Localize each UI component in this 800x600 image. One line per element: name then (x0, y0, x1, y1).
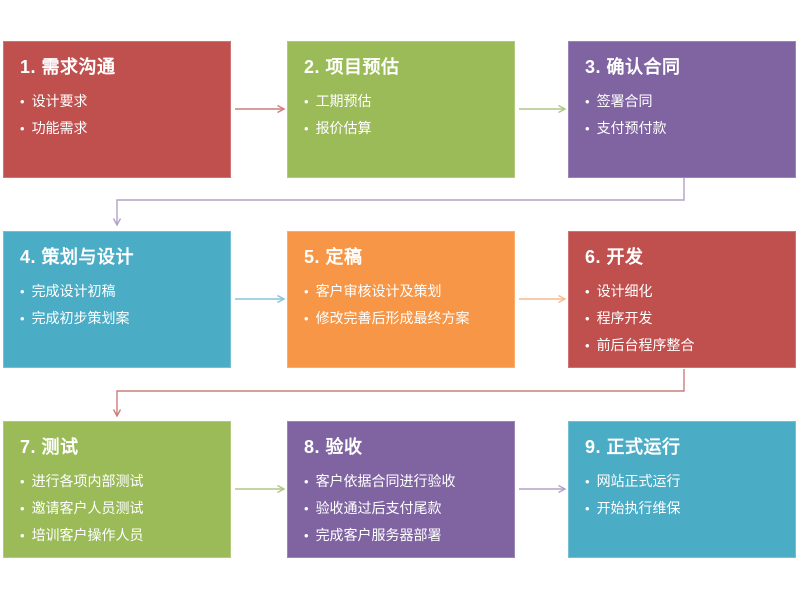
connector-step3-step4 (112, 178, 685, 227)
step-box-9-launch: 9. 正式运行 网站正式运行 开始执行维保 (568, 421, 796, 558)
step-bullet-list: 签署合同 支付预付款 (585, 88, 779, 142)
step-box-8-acceptance: 8. 验收 客户依据合同进行验收 验收通过后支付尾款 完成客户服务器部署 (287, 421, 515, 558)
connector-step6-step7 (112, 369, 685, 418)
step-title: 9. 正式运行 (585, 437, 681, 457)
step-bullet-list: 设计细化 程序开发 前后台程序整合 (585, 278, 779, 359)
step-bullet: 培训客户操作人员 (20, 522, 214, 549)
step-bullet: 进行各项内部测试 (20, 468, 214, 495)
step-bullet: 验收通过后支付尾款 (304, 495, 498, 522)
step-bullet-list: 设计要求 功能需求 (20, 88, 214, 142)
step-bullet: 签署合同 (585, 88, 779, 115)
step-bullet: 前后台程序整合 (585, 332, 779, 359)
step-bullet: 客户审核设计及策划 (304, 278, 498, 305)
step-bullet-list: 进行各项内部测试 邀请客户人员测试 培训客户操作人员 (20, 468, 214, 549)
step-bullet: 设计要求 (20, 88, 214, 115)
step-title: 1. 需求沟通 (20, 57, 116, 77)
step-bullet: 开始执行维保 (585, 495, 779, 522)
step-bullet-list: 工期预估 报价估算 (304, 88, 498, 142)
step-bullet: 设计细化 (585, 278, 779, 305)
step-bullet-list: 客户审核设计及策划 修改完善后形成最终方案 (304, 278, 498, 332)
step-title: 6. 开发 (585, 247, 644, 267)
step-title: 7. 测试 (20, 437, 79, 457)
step-title: 8. 验收 (304, 437, 363, 457)
step-box-4-planning-design: 4. 策划与设计 完成设计初稿 完成初步策划案 (3, 231, 231, 368)
step-bullet: 报价估算 (304, 115, 498, 142)
step-bullet: 邀请客户人员测试 (20, 495, 214, 522)
step-bullet: 网站正式运行 (585, 468, 779, 495)
step-title: 3. 确认合同 (585, 57, 681, 77)
step-box-6-development: 6. 开发 设计细化 程序开发 前后台程序整合 (568, 231, 796, 368)
step-bullet: 完成初步策划案 (20, 305, 214, 332)
step-box-5-finalize: 5. 定稿 客户审核设计及策划 修改完善后形成最终方案 (287, 231, 515, 368)
step-title: 4. 策划与设计 (20, 247, 135, 267)
step-bullet: 工期预估 (304, 88, 498, 115)
step-bullet: 客户依据合同进行验收 (304, 468, 498, 495)
step-bullet: 程序开发 (585, 305, 779, 332)
step-title: 2. 项目预估 (304, 57, 400, 77)
step-box-7-testing: 7. 测试 进行各项内部测试 邀请客户人员测试 培训客户操作人员 (3, 421, 231, 558)
step-bullet-list: 网站正式运行 开始执行维保 (585, 468, 779, 522)
step-bullet-list: 完成设计初稿 完成初步策划案 (20, 278, 214, 332)
step-bullet: 功能需求 (20, 115, 214, 142)
step-bullet: 完成客户服务器部署 (304, 522, 498, 549)
step-box-3-contract: 3. 确认合同 签署合同 支付预付款 (568, 41, 796, 178)
step-title: 5. 定稿 (304, 247, 363, 267)
step-bullet: 支付预付款 (585, 115, 779, 142)
step-bullet-list: 客户依据合同进行验收 验收通过后支付尾款 完成客户服务器部署 (304, 468, 498, 549)
step-box-1-requirements: 1. 需求沟通 设计要求 功能需求 (3, 41, 231, 178)
step-bullet: 完成设计初稿 (20, 278, 214, 305)
step-box-2-estimation: 2. 项目预估 工期预估 报价估算 (287, 41, 515, 178)
step-bullet: 修改完善后形成最终方案 (304, 305, 498, 332)
